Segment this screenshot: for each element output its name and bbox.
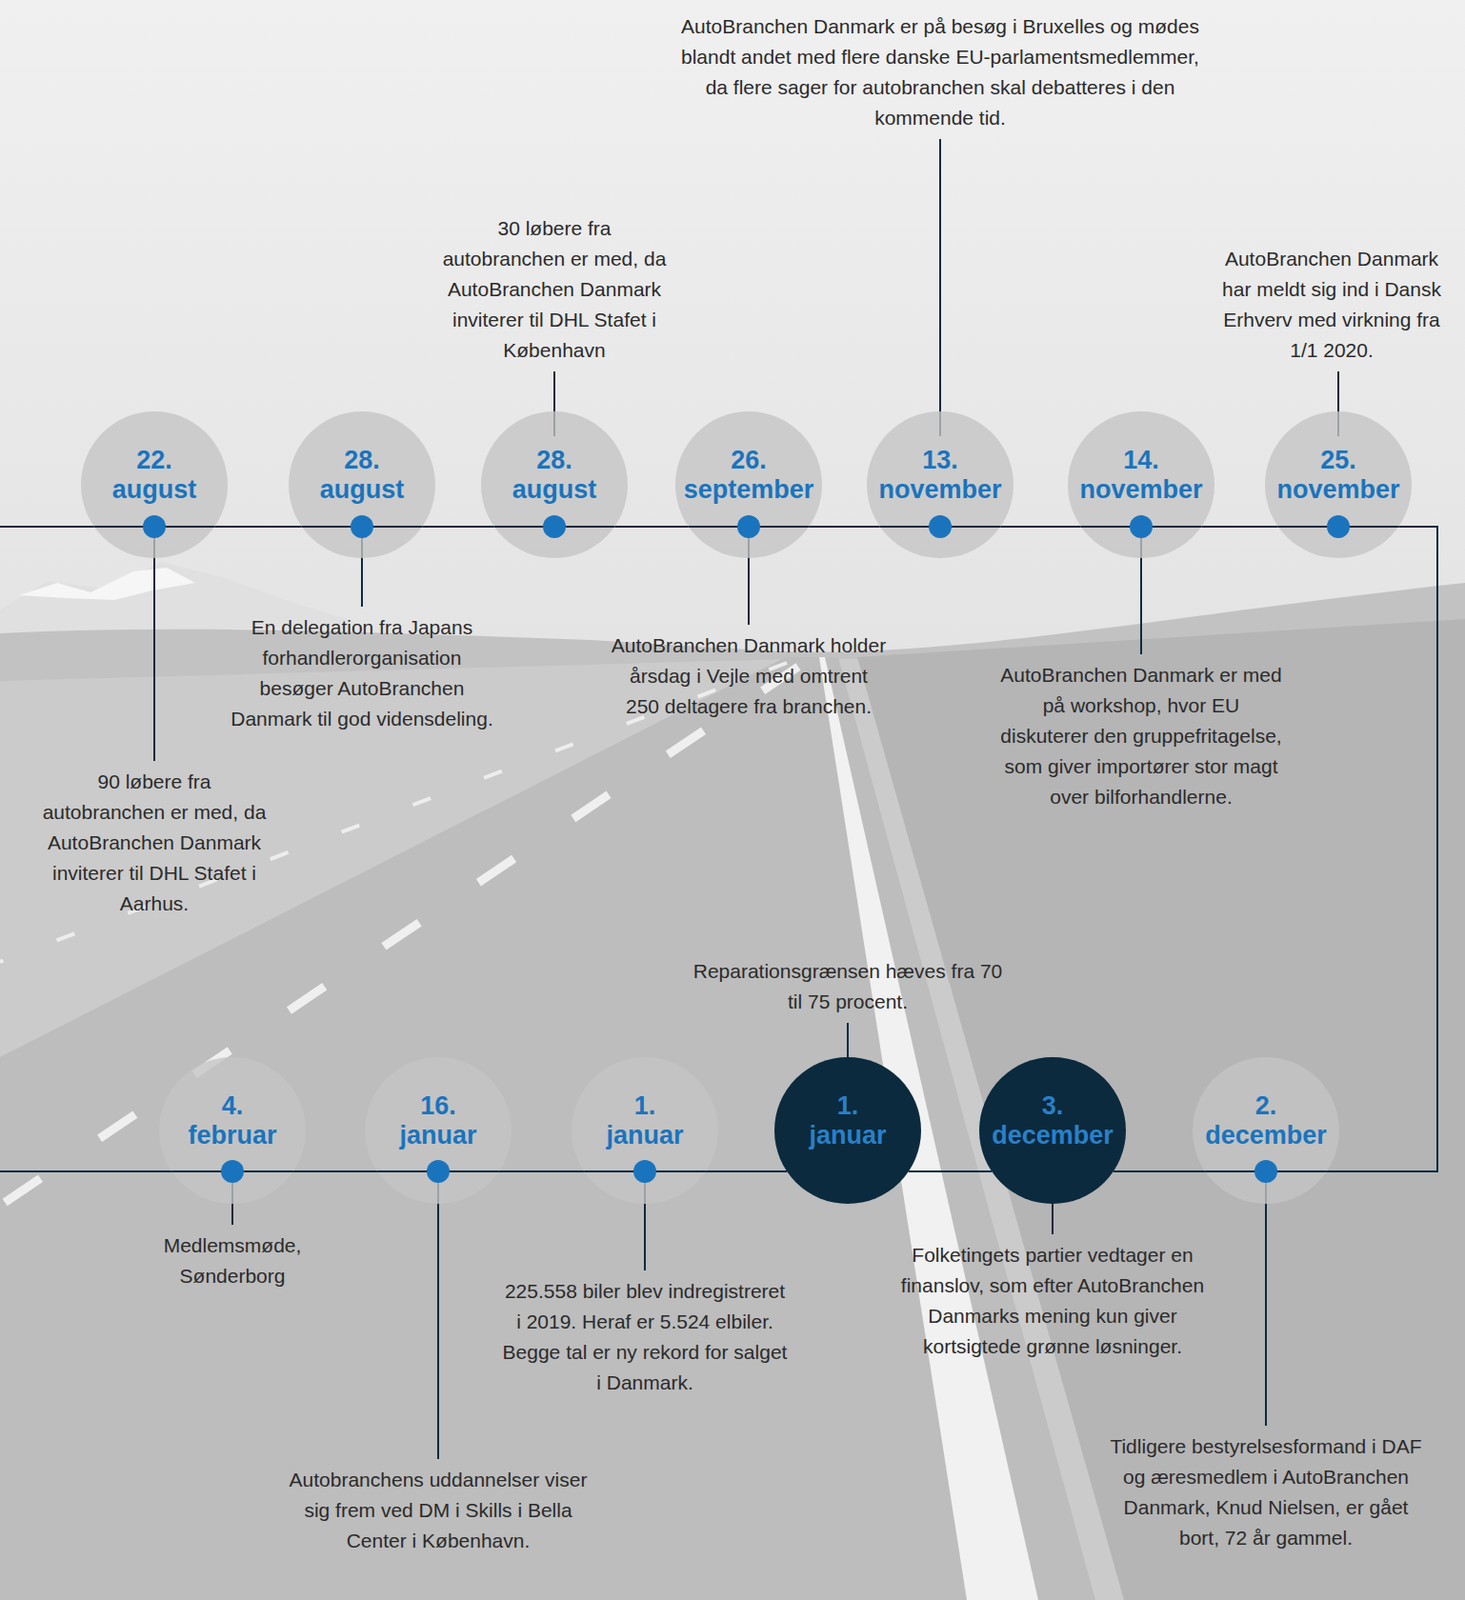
date-label: 26. september: [675, 445, 823, 505]
event-text: Reparationsgrænsen hæves fra 70 til 75 p…: [690, 956, 1005, 1018]
event-text: En delegation fra Japans forhandlerorgan…: [223, 612, 501, 735]
timeline-connector: [705, 1170, 787, 1173]
event-text: 225.558 biler blev indregistreret i 2019…: [501, 1276, 788, 1399]
timeline-start: [0, 525, 95, 528]
event-text: AutoBranchen Danmark er med på workshop,…: [998, 660, 1285, 813]
date-label: 3. december: [979, 1091, 1126, 1151]
leader-line: [939, 139, 942, 437]
date-circle: 28. august30 løbere fra autobranchen er …: [481, 411, 628, 559]
snow: [19, 567, 196, 601]
date-label: 14. november: [1067, 445, 1215, 505]
leader-line: [153, 526, 156, 762]
date-circle: 4. februarMedlemsmøde, Sønderborg: [159, 1057, 306, 1205]
event-text: AutoBranchen Danmark er på besøg i Bruxe…: [673, 11, 1207, 134]
leader-line: [437, 1171, 440, 1460]
event-text: 90 løbere fra autobranchen er med, da Au…: [40, 766, 269, 920]
timeline-connector: [421, 525, 495, 528]
date-label: 22. august: [80, 445, 228, 505]
timeline-dot: [350, 515, 374, 539]
event-text: Folketingets partier vedtager en finansl…: [900, 1240, 1205, 1363]
date-label: 28. august: [288, 445, 436, 505]
timeline-connector: [214, 525, 302, 528]
date-circle: 16. januarAutobranchens uddannelser vise…: [364, 1057, 512, 1205]
leader-line: [1051, 1204, 1054, 1235]
timeline-connector: [293, 1170, 378, 1173]
date-circle: 14. novemberAutoBranchen Danmark er med …: [1067, 411, 1215, 559]
date-label: 16. januar: [364, 1091, 512, 1151]
timeline-dot: [1254, 1160, 1278, 1184]
date-label: 4. februar: [159, 1091, 306, 1151]
timeline-dot: [142, 515, 166, 539]
timeline-dot: [1326, 515, 1350, 539]
timeline-end: [0, 1170, 172, 1173]
timeline-connector: [1113, 1170, 1205, 1173]
event-text: Autobranchens uddannelser viser sig frem…: [285, 1465, 591, 1557]
timeline-connector: [1326, 526, 1438, 1172]
date-label: 13. november: [866, 445, 1014, 505]
timeline-dot: [542, 515, 566, 539]
timeline-dot: [928, 515, 952, 539]
timeline-connector: [1000, 525, 1082, 528]
event-text: AutoBranchen Danmark har meldt sig ind i…: [1212, 243, 1451, 366]
timeline-dot: [426, 1160, 450, 1184]
event-text: 30 løbere fra autobranchen er med, da Au…: [440, 213, 669, 366]
date-circle: 1. januar225.558 biler blev indregistrer…: [571, 1057, 719, 1205]
date-circle: 13. novemberAutoBranchen Danmark er på b…: [866, 411, 1014, 559]
highlight-date-circle: 1. januarReparationsgrænsen hæves fra 70…: [774, 1057, 922, 1205]
date-circle: 2. decemberTidligere bestyrelsesformand …: [1192, 1057, 1340, 1205]
timeline-connector: [908, 1170, 992, 1173]
timeline-dot: [1129, 515, 1153, 539]
date-label: 1. januar: [774, 1091, 922, 1151]
date-circle: 25. novemberAutoBranchen Danmark har mel…: [1264, 411, 1412, 559]
timeline-connector: [499, 1170, 584, 1173]
date-label: 1. januar: [571, 1091, 719, 1151]
timeline-connector: [1201, 525, 1279, 528]
road-center-dashes: [0, 666, 799, 1258]
date-label: 2. december: [1192, 1091, 1340, 1151]
date-label: 28. august: [481, 445, 628, 505]
timeline-connector: [808, 525, 881, 528]
event-text: AutoBranchen Danmark holder årsdag i Vej…: [610, 630, 887, 723]
timeline-dot: [220, 1160, 244, 1184]
event-text: Medlemsmøde, Sønderborg: [132, 1230, 333, 1292]
timeline-dot: [633, 1160, 657, 1184]
timeline-dot: [737, 515, 761, 539]
date-label: 25. november: [1264, 445, 1412, 505]
date-circle: 26. septemberAutoBranchen Danmark holder…: [675, 411, 823, 559]
leader-line: [846, 1023, 849, 1058]
leader-line: [1264, 1171, 1267, 1426]
road: [0, 657, 1096, 1600]
timeline-connector: [614, 525, 689, 528]
event-text: Tidligere bestyrelsesformand i DAF og ær…: [1108, 1431, 1424, 1554]
date-circle: 22. august90 løbere fra autobranchen er …: [80, 411, 228, 559]
date-circle: 28. augustEn delegation fra Japans forha…: [288, 411, 436, 559]
highlight-date-circle: 3. decemberFolketingets partier vedtager…: [979, 1057, 1126, 1205]
